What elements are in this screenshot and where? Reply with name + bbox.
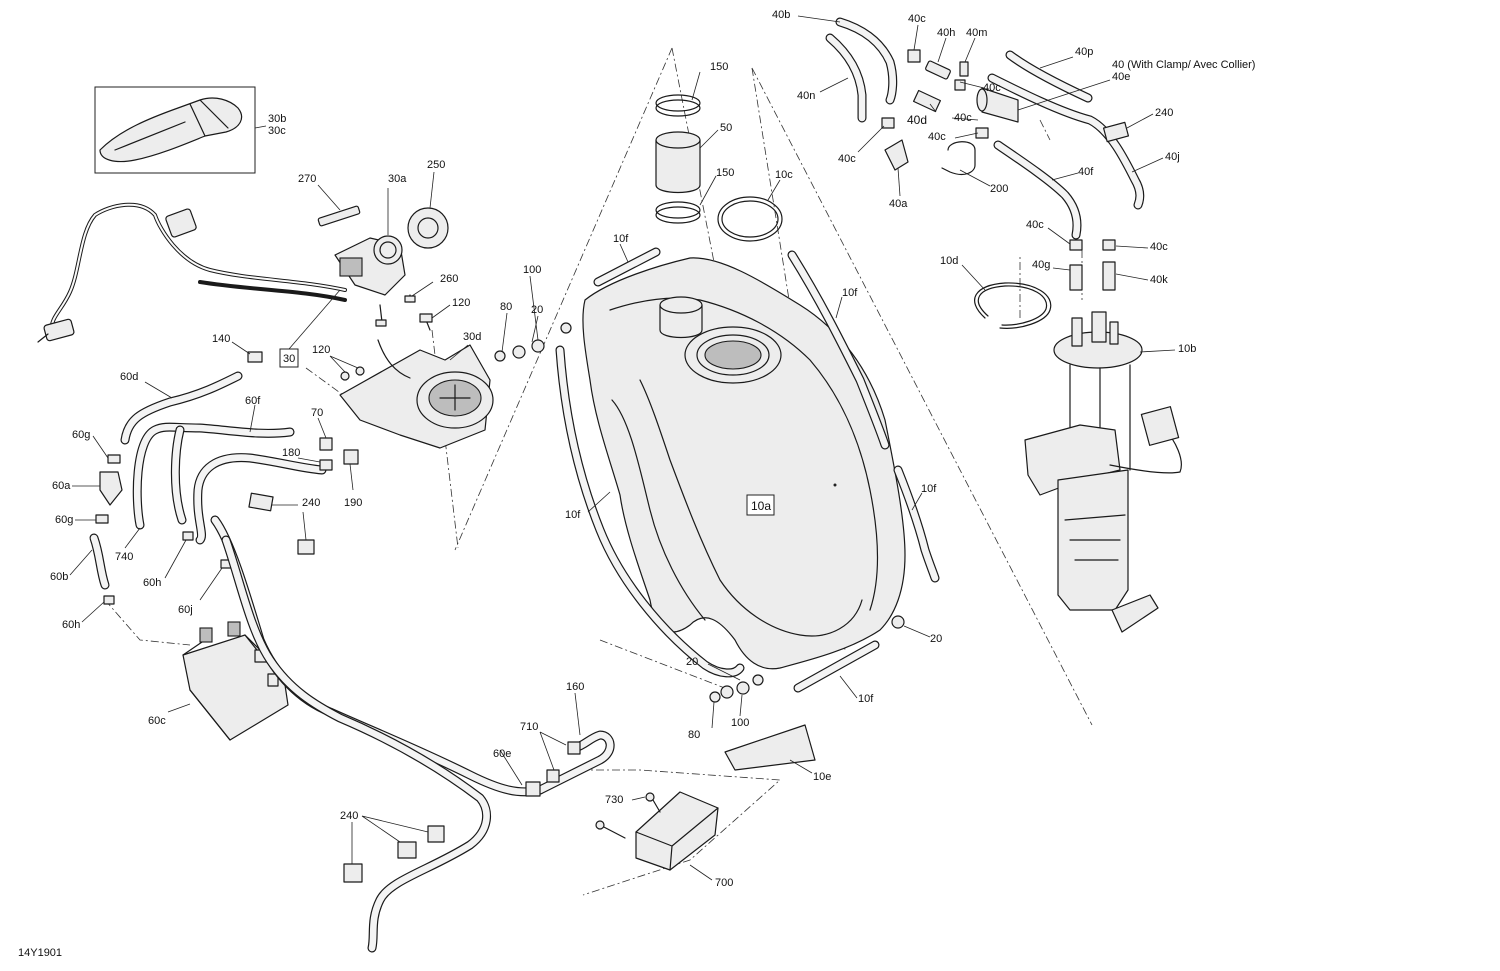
label-740: 740	[115, 551, 133, 563]
label-10a: 10a	[751, 499, 771, 513]
label-50: 50	[720, 122, 732, 134]
label-30b: 30b	[268, 113, 286, 125]
label-240-bot: 240	[340, 810, 358, 822]
label-40a: 40a	[889, 198, 908, 210]
clips-240-bot: 240	[340, 810, 445, 883]
label-140: 140	[212, 333, 230, 345]
label-60c: 60c	[148, 715, 166, 727]
decal-10e: 10e	[724, 724, 831, 783]
label-80-bot: 80	[688, 729, 700, 741]
tank-hardware-bottom: 20 100 80 20	[686, 615, 942, 741]
filler-neck: 150 50 150 10c	[655, 61, 793, 242]
label-160: 160	[566, 681, 584, 693]
label-80-top: 80	[500, 301, 512, 313]
label-710: 710	[520, 721, 538, 733]
label-60b: 60b	[50, 571, 68, 583]
fuel-pump-module: 10b	[1024, 311, 1196, 633]
label-10f-e: 10f	[858, 693, 874, 705]
label-10d: 10d	[940, 255, 958, 267]
label-60h-mid: 60h	[143, 577, 161, 589]
label-40n: 40n	[797, 90, 815, 102]
label-150-bot: 150	[716, 167, 734, 179]
label-30c: 30c	[268, 125, 286, 137]
label-10e: 10e	[813, 771, 831, 783]
label-60e: 60e	[493, 748, 511, 760]
label-40c-7: 40c	[1150, 241, 1168, 253]
label-100-bot: 100	[731, 717, 749, 729]
label-100-top: 100	[523, 264, 541, 276]
label-200: 200	[990, 183, 1008, 195]
label-60d: 60d	[120, 371, 138, 383]
evap-canister: 60c	[148, 621, 289, 741]
label-40e: 40e	[1112, 71, 1130, 83]
label-40b: 40b	[772, 9, 790, 21]
label-180: 180	[282, 447, 300, 459]
filler-cap-assembly: 30d 120	[312, 331, 494, 449]
ignition-harness	[37, 202, 347, 343]
label-40c-3: 40c	[954, 112, 972, 124]
label-40d: 40d	[907, 113, 927, 127]
label-150-top: 150	[710, 61, 728, 73]
clip-140: 140	[212, 333, 263, 363]
label-40-clamp: 40 (With Clamp/ Avec Collier)	[1112, 59, 1255, 71]
label-20-bot: 20	[686, 656, 698, 668]
control-module: 730 700	[595, 791, 733, 889]
figure-id: 14Y1901	[18, 947, 62, 959]
hose-clamps-mid: 70 180 190	[282, 407, 362, 509]
label-60a: 60a	[52, 480, 71, 492]
label-40c-2: 40c	[983, 82, 1001, 94]
label-70: 70	[311, 407, 323, 419]
label-40g: 40g	[1032, 259, 1050, 271]
label-30: 30	[283, 353, 295, 365]
label-40m: 40m	[966, 27, 987, 39]
label-40h: 40h	[937, 27, 955, 39]
label-40c-4: 40c	[928, 131, 946, 143]
label-120-b: 120	[312, 344, 330, 356]
label-240-mid: 240	[302, 497, 320, 509]
label-60h-left: 60h	[62, 619, 80, 631]
label-10f-a: 10f	[613, 233, 629, 245]
label-40c-6: 40c	[1026, 219, 1044, 231]
label-190: 190	[344, 497, 362, 509]
fuel-tank: 10a	[582, 257, 906, 670]
label-120-a: 120	[452, 297, 470, 309]
label-700: 700	[715, 877, 733, 889]
label-60g-bot: 60g	[55, 514, 73, 526]
label-10b: 10b	[1178, 343, 1196, 355]
label-40c-5: 40c	[838, 153, 856, 165]
label-10f-c: 10f	[565, 509, 581, 521]
label-20-right: 20	[930, 633, 942, 645]
ignition-switch: 30a 250 270 260 120 30	[279, 159, 470, 368]
label-730: 730	[605, 794, 623, 806]
label-40k: 40k	[1150, 274, 1168, 286]
label-40c-1: 40c	[908, 13, 926, 25]
long-vent-hose: 60e 710 160	[210, 515, 615, 953]
clips-240-mid: 240	[248, 492, 320, 555]
evap-hoses: 60d 60f 60g 60a 60g 60b 60h 740 60h 60j	[50, 371, 327, 631]
label-60f: 60f	[245, 395, 261, 407]
lock-ring: 10d	[940, 255, 1052, 329]
label-20-top: 20	[531, 304, 543, 316]
label-240-right: 240	[1155, 107, 1173, 119]
label-10c: 10c	[775, 169, 793, 181]
label-250: 250	[427, 159, 445, 171]
label-60j: 60j	[178, 604, 193, 616]
fuel-line-kit: 40b 40n 40c 40h 40m 40p 40 (With Clamp/ …	[772, 9, 1255, 291]
label-40f: 40f	[1078, 166, 1094, 178]
label-260: 260	[440, 273, 458, 285]
label-30d: 30d	[463, 331, 481, 343]
label-40j: 40j	[1165, 151, 1180, 163]
label-10f-b: 10f	[842, 287, 858, 299]
label-60g-top: 60g	[72, 429, 90, 441]
tank-strips: 10f 10f 10f 10f 10f	[555, 233, 940, 705]
assembly-dashed-lines	[104, 47, 1093, 896]
key-inset: 30b 30c	[94, 86, 286, 174]
label-30a: 30a	[388, 173, 407, 185]
label-10f-d: 10f	[921, 483, 937, 495]
label-40p: 40p	[1075, 46, 1093, 58]
label-270: 270	[298, 173, 316, 185]
